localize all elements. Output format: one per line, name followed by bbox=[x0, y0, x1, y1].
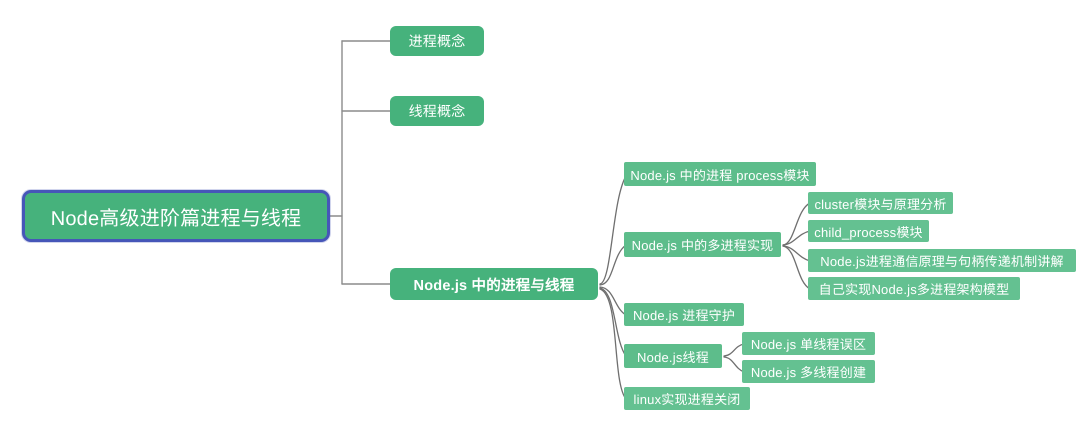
link-fan-linux bbox=[599, 288, 627, 400]
node-multi-thread-creation[interactable]: Node.js 多线程创建 bbox=[742, 360, 875, 383]
node-process-concept[interactable]: 进程概念 bbox=[390, 26, 484, 56]
link-fan-communication bbox=[782, 245, 811, 262]
node-process-communication[interactable]: Node.js进程通信原理与句柄传递机制讲解 bbox=[808, 249, 1076, 272]
link-fan-thread bbox=[599, 287, 627, 357]
link-fan-daemon bbox=[599, 286, 627, 316]
node-thread-concept[interactable]: 线程概念 bbox=[390, 96, 484, 126]
link-fan-cluster bbox=[782, 202, 811, 246]
node-nodejs-process-module[interactable]: Node.js 中的进程 process模块 bbox=[624, 162, 816, 186]
node-nodejs-multiprocess[interactable]: Node.js 中的多进程实现 bbox=[624, 232, 781, 257]
node-nodejs-thread[interactable]: Node.js线程 bbox=[624, 344, 722, 368]
node-child-process-module[interactable]: child_process模块 bbox=[808, 220, 929, 242]
node-single-thread-misconception[interactable]: Node.js 单线程误区 bbox=[742, 332, 875, 355]
node-process-daemon[interactable]: Node.js 进程守护 bbox=[624, 303, 744, 326]
node-nodejs-process-and-thread[interactable]: Node.js 中的进程与线程 bbox=[390, 268, 598, 300]
node-self-implement-architecture[interactable]: 自己实现Node.js多进程架构模型 bbox=[808, 277, 1020, 300]
link-fan-multiprocess bbox=[599, 244, 627, 286]
link-fan-single-thread bbox=[723, 343, 745, 357]
root-node[interactable]: Node高级进阶篇进程与线程 bbox=[22, 190, 330, 242]
link-fan-self-implement bbox=[782, 245, 811, 290]
node-cluster-module[interactable]: cluster模块与原理分析 bbox=[808, 192, 953, 214]
node-linux-kill-process[interactable]: linux实现进程关闭 bbox=[624, 387, 750, 410]
link-fan-process-module bbox=[599, 175, 627, 285]
link-fan-child-process bbox=[782, 230, 811, 246]
link-fan-multi-thread bbox=[723, 356, 745, 373]
